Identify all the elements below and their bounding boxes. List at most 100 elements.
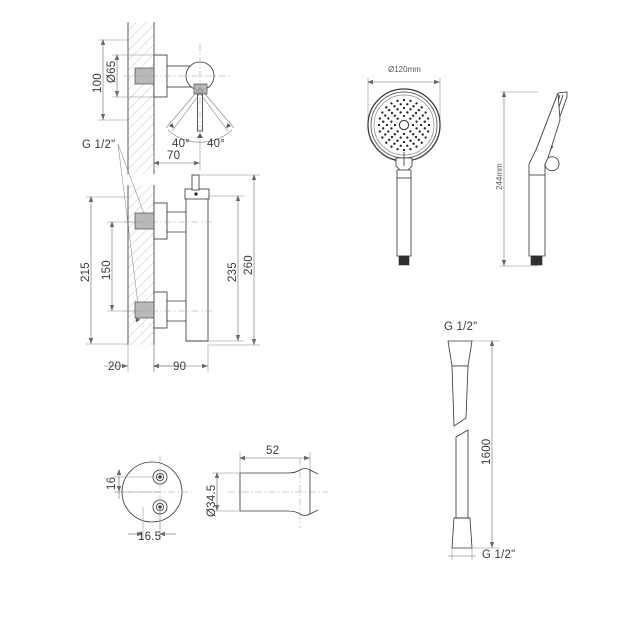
- wall-hatch-front: [128, 185, 154, 345]
- dim-label-20: 20: [108, 361, 121, 373]
- shower-nozzle-dot: [402, 140, 406, 144]
- shower-nozzle-dot: [412, 142, 415, 145]
- flange-upper: [153, 202, 168, 240]
- shower-nozzle-dot: [385, 123, 389, 127]
- shower-nozzle-dot: [418, 130, 421, 133]
- dim-label-52: 52: [266, 445, 279, 457]
- hose-thread-top-label: G 1/2": [444, 321, 477, 333]
- shower-nozzle-dot: [409, 139, 412, 142]
- view-wall-bracket-side: 52 Ø34.5: [206, 445, 328, 528]
- shower-nozzle-dot: [385, 141, 388, 144]
- shower-nozzle-dot: [406, 111, 409, 114]
- dim-label-150: 150: [101, 260, 113, 280]
- shower-center-hub: [398, 119, 410, 131]
- dim-label-1600: 1600: [481, 439, 493, 465]
- shower-nozzle-dot: [418, 117, 421, 120]
- shower-nozzle-dot: [396, 117, 399, 120]
- shower-nozzle-dot: [399, 136, 402, 139]
- shower-nozzle-dot: [402, 132, 406, 136]
- shower-nozzle-dot: [402, 148, 406, 152]
- shower-nozzle-dot: [415, 127, 418, 130]
- shower-grip-notch: [544, 156, 560, 172]
- shower-nozzle-dot: [427, 123, 431, 127]
- shower-nozzle-dot: [409, 130, 412, 133]
- dim-label-215: 215: [80, 262, 92, 282]
- shower-handle: [396, 169, 412, 257]
- flange-lower: [153, 291, 168, 329]
- shower-nozzle-dot: [390, 135, 394, 139]
- view-wall-outlet-face: 16 16.5: [106, 455, 192, 543]
- shower-nozzle-dot: [414, 135, 418, 139]
- shower-nozzle-dot: [415, 145, 418, 148]
- shower-nozzle-dot: [424, 111, 427, 114]
- shower-nozzle-dot: [399, 144, 402, 147]
- shower-nozzle-dot: [396, 130, 399, 133]
- shower-nozzle-dot: [382, 120, 385, 123]
- dim-label-16: 16: [106, 477, 118, 490]
- view-top-mixer: 40° 40° 70 Ø65 100: [92, 22, 235, 174]
- shower-nozzle-dot: [388, 109, 391, 112]
- shower-nozzle-dot: [399, 111, 402, 114]
- shower-nozzle-dot: [385, 106, 388, 109]
- shower-nozzle-dot: [378, 130, 381, 133]
- shower-nozzle-dot: [420, 106, 423, 109]
- shower-nozzle-dot: [393, 133, 396, 136]
- shower-nozzle-dot: [415, 102, 418, 105]
- shower-nozzle-pattern: [377, 98, 431, 152]
- shower-nozzle-dot: [387, 130, 390, 133]
- swivel-limit-left: [165, 87, 201, 129]
- shower-nozzle-dot: [393, 123, 397, 127]
- dim-label-d120: Ø120mm: [388, 65, 421, 74]
- shower-nozzle-dot: [402, 114, 406, 118]
- dim-label-100: 100: [92, 73, 104, 93]
- shower-nozzle-dot: [396, 148, 399, 151]
- dim-label-235: 235: [227, 262, 239, 282]
- shower-nozzle-dot: [420, 141, 423, 144]
- shower-nozzle-dot: [390, 102, 393, 105]
- shower-nozzle-dot: [390, 127, 393, 130]
- view-hand-shower-side: 244mm: [495, 91, 568, 267]
- shower-nozzle-dot: [424, 136, 427, 139]
- shower-nozzle-dot: [377, 123, 381, 127]
- shower-nozzle-dot: [409, 108, 412, 111]
- dim-label-16-5: 16.5: [138, 531, 161, 543]
- shower-nozzle-dot: [388, 138, 391, 142]
- shower-connector: [398, 255, 410, 266]
- shower-nozzle-dot: [417, 109, 420, 112]
- shower-nozzle-dot: [393, 114, 396, 117]
- shower-nozzle-dot: [399, 103, 402, 106]
- shower-nozzle-dot: [423, 127, 426, 130]
- view-front-mixer: 215 150 235 260 20: [80, 174, 260, 373]
- shower-nozzle-dot: [390, 120, 393, 123]
- shower-nozzle-dot: [412, 133, 415, 136]
- shower-nozzle-dot: [393, 105, 396, 108]
- shower-nozzle-dot: [419, 123, 423, 127]
- shower-nozzle-dot: [409, 99, 412, 102]
- shower-nozzle-dot: [415, 120, 418, 123]
- view-hand-shower-face: Ø120mm: [367, 65, 441, 266]
- shower-nozzle-dot: [421, 114, 424, 117]
- shower-nozzle-dot: [381, 111, 384, 114]
- shower-nozzle-dot: [396, 108, 399, 111]
- swivel-limit-right: [199, 87, 235, 129]
- hose-segment-lower: [455, 429, 469, 519]
- inlet-upper: [134, 212, 155, 230]
- shower-nozzle-dot: [393, 142, 396, 145]
- shower-nozzle-dot: [409, 117, 412, 120]
- shower-nozzle-dot: [396, 99, 399, 102]
- dim-label-90: 90: [173, 361, 186, 373]
- shower-nozzle-dot: [427, 117, 430, 120]
- inlet-lower: [134, 301, 155, 319]
- shower-side-connector: [530, 255, 543, 266]
- shower-nozzle-dot: [384, 133, 387, 136]
- shower-side-body: [528, 92, 561, 257]
- view-shower-hose: G 1/2" G 1/2" 1600: [444, 321, 515, 561]
- dim-label-d34-5: Ø34.5: [206, 485, 218, 517]
- shower-nozzle-dot: [390, 111, 394, 115]
- angle-left-label: 40°: [172, 138, 190, 150]
- shower-nozzle-dot: [409, 148, 412, 151]
- shower-nozzle-dot: [384, 114, 387, 117]
- cap-screw-icon: [194, 192, 198, 196]
- shower-nozzle-dot: [406, 136, 409, 139]
